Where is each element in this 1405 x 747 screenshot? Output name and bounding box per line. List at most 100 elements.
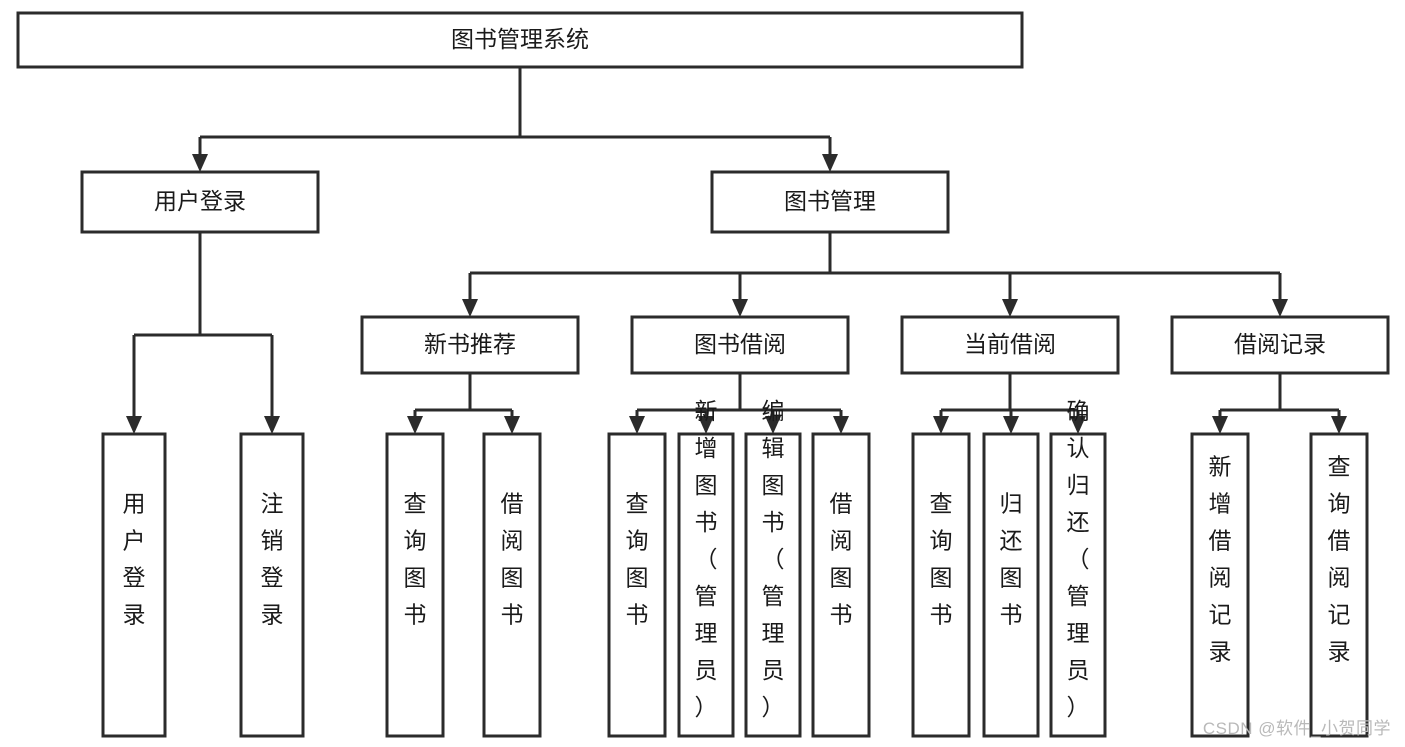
leaf-char: 询 [930, 528, 953, 554]
leaf-node[interactable]: 查询借阅记录 [1309, 432, 1369, 738]
user-login-box[interactable] [80, 170, 320, 234]
leaf-char: 阅 [501, 528, 524, 554]
node-user-login[interactable]: 用户登录 [80, 170, 320, 234]
leaf-char: 理 [762, 620, 785, 646]
leaf-box[interactable] [101, 432, 167, 738]
leaf-char: 理 [695, 620, 718, 646]
leaf-node[interactable]: 新增借阅记录 [1190, 432, 1250, 738]
leaf-label: 归还图书 [1000, 491, 1023, 628]
leaf-label: 借阅图书 [830, 491, 853, 628]
leaf-label: 查询图书 [626, 491, 649, 628]
leaf-char: 书 [830, 602, 853, 628]
leaf-box[interactable] [811, 432, 871, 738]
leaf-char: 图 [404, 565, 427, 591]
leaf-char: 用 [123, 491, 146, 517]
leaf-label: 查询图书 [930, 491, 953, 628]
leaf-char: 图 [501, 565, 524, 591]
leaf-char: 书 [1000, 602, 1023, 628]
leaf-char: 增 [695, 435, 718, 461]
leaf-char: 归 [1067, 472, 1090, 498]
leaf-char: 增 [1209, 491, 1232, 517]
leaf-char: 编 [762, 398, 785, 424]
leaf-char: ） [695, 694, 718, 720]
leaf-char: 员 [762, 657, 785, 683]
leaf-label: 新增图书（管理员） [695, 398, 718, 720]
book-borrow-box[interactable] [630, 315, 850, 375]
leaf-box[interactable] [982, 432, 1040, 738]
leaf-char: ） [762, 694, 785, 720]
leaf-char: 借 [1209, 528, 1232, 554]
borrow-record-label: 借阅记录 [1234, 331, 1326, 357]
leaf-box[interactable] [677, 432, 735, 738]
leaf-char: 新 [695, 398, 718, 424]
root-label: 图书管理系统 [451, 26, 589, 52]
leaf-char: 查 [404, 491, 427, 517]
leaf-char: 归 [1000, 491, 1023, 517]
leaf-box[interactable] [385, 432, 445, 738]
leaf-char: 书 [762, 509, 785, 535]
leaf-node[interactable]: 新增图书（管理员） [677, 398, 735, 738]
node-current-borrow[interactable]: 当前借阅 [900, 315, 1120, 375]
new-book-recommend-box[interactable] [360, 315, 580, 375]
leaf-box[interactable] [482, 432, 542, 738]
leaf-node[interactable]: 查询图书 [607, 432, 667, 738]
leaf-char: 阅 [1328, 565, 1351, 591]
leaf-box[interactable] [744, 432, 802, 738]
leaf-box[interactable] [911, 432, 971, 738]
connector-layer [126, 67, 1347, 434]
leaf-node[interactable]: 编辑图书（管理员） [744, 398, 802, 738]
leaf-char: 员 [1067, 657, 1090, 683]
node-book-management[interactable]: 图书管理 [710, 170, 950, 234]
leaf-node[interactable]: 注销登录 [239, 432, 305, 738]
node-borrow-record[interactable]: 借阅记录 [1170, 315, 1390, 375]
leaf-node[interactable]: 借阅图书 [482, 432, 542, 738]
leaf-char: 还 [1000, 528, 1023, 554]
node-book-borrow[interactable]: 图书借阅 [630, 315, 850, 375]
borrow-record-box[interactable] [1170, 315, 1390, 375]
leaf-box[interactable] [607, 432, 667, 738]
leaf-node[interactable]: 查询图书 [911, 432, 971, 738]
leaf-char: 查 [1328, 454, 1351, 480]
leaf-char: 辑 [762, 435, 785, 461]
leaf-char: 书 [404, 602, 427, 628]
leaf-box[interactable] [1190, 432, 1250, 738]
node-new-book-recommend[interactable]: 新书推荐 [360, 315, 580, 375]
csdn-watermark: CSDN @软件_小贺同学 [1202, 719, 1391, 738]
leaf-char: 录 [261, 602, 284, 628]
user-login-label: 用户登录 [154, 188, 246, 214]
book-management-box[interactable] [710, 170, 950, 234]
leaf-char: 查 [626, 491, 649, 517]
leaf-node[interactable]: 借阅图书 [811, 432, 871, 738]
leaf-node[interactable]: 归还图书 [982, 432, 1040, 738]
leaf-char: 录 [1209, 639, 1232, 665]
leaf-char: 查 [930, 491, 953, 517]
leaf-char: 图 [695, 472, 718, 498]
root-box[interactable] [16, 11, 1024, 69]
leaf-char: 确 [1067, 398, 1090, 424]
leaf-label: 查询图书 [404, 491, 427, 628]
leaf-char: 询 [404, 528, 427, 554]
leaf-char: 图 [830, 565, 853, 591]
leaf-node[interactable]: 用户登录 [101, 432, 167, 738]
leaf-char: （ [695, 546, 718, 572]
leaf-char: 书 [695, 509, 718, 535]
leaf-box[interactable] [239, 432, 305, 738]
leaf-char: 录 [1328, 639, 1351, 665]
leaf-char: 注 [261, 491, 284, 517]
current-borrow-label: 当前借阅 [964, 331, 1056, 357]
leaf-char: 借 [1328, 528, 1351, 554]
leaf-char: 询 [1328, 491, 1351, 517]
leaf-char: 管 [695, 583, 718, 609]
leaf-char: 阅 [1209, 565, 1232, 591]
leaf-char: 登 [123, 565, 146, 591]
node-root[interactable]: 图书管理系统 [16, 11, 1024, 69]
leaf-node[interactable]: 确认归还（管理员） [1049, 398, 1107, 738]
current-borrow-box[interactable] [900, 315, 1120, 375]
leaf-label: 查询借阅记录 [1328, 454, 1351, 665]
leaf-box[interactable] [1309, 432, 1369, 738]
leaf-box[interactable] [1049, 432, 1107, 738]
leaf-char: 记 [1209, 602, 1232, 628]
leaf-char: 管 [762, 583, 785, 609]
leaf-node[interactable]: 查询图书 [385, 432, 445, 738]
